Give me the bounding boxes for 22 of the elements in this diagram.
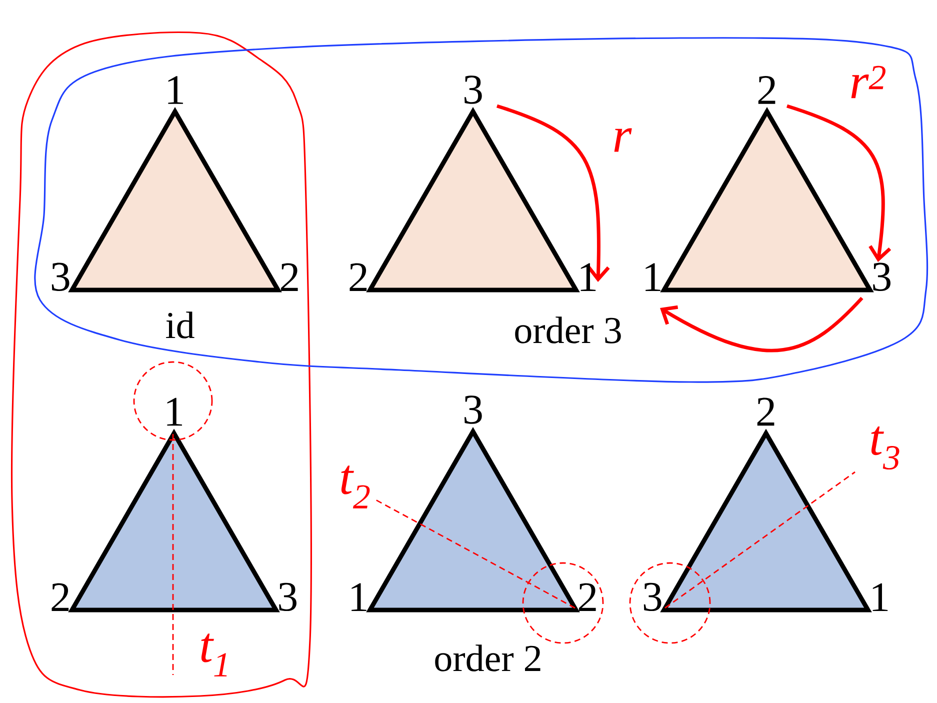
vertex-number: 2 [758, 76, 776, 104]
vertex-number: 1 [352, 583, 366, 612]
symbol-label: t$_{2}$ [341, 466, 370, 508]
vertex-number: 1 [646, 263, 660, 292]
symbol-label: r [614, 128, 632, 152]
vertex-number: 3 [52, 262, 70, 292]
vertex-number: 2 [757, 398, 774, 426]
vertex-number: 2 [350, 263, 367, 292]
vertex-number: 1 [872, 583, 888, 612]
caption: order 3 [515, 316, 621, 344]
vertex-number: 1 [167, 398, 182, 426]
vertex-number: 2 [52, 583, 69, 612]
vertex-number: 3 [279, 582, 296, 612]
vertex-number: 2 [578, 583, 596, 612]
caption: id [166, 312, 194, 338]
vertex-number: 1 [168, 76, 183, 104]
vertex-number: 3 [464, 76, 482, 104]
vertex-number: 1 [580, 263, 596, 292]
vertex-number: 3 [873, 262, 890, 292]
vertex-number: 2 [280, 263, 298, 292]
vertex-number: 3 [644, 582, 662, 612]
vertex-number: 3 [464, 396, 482, 424]
